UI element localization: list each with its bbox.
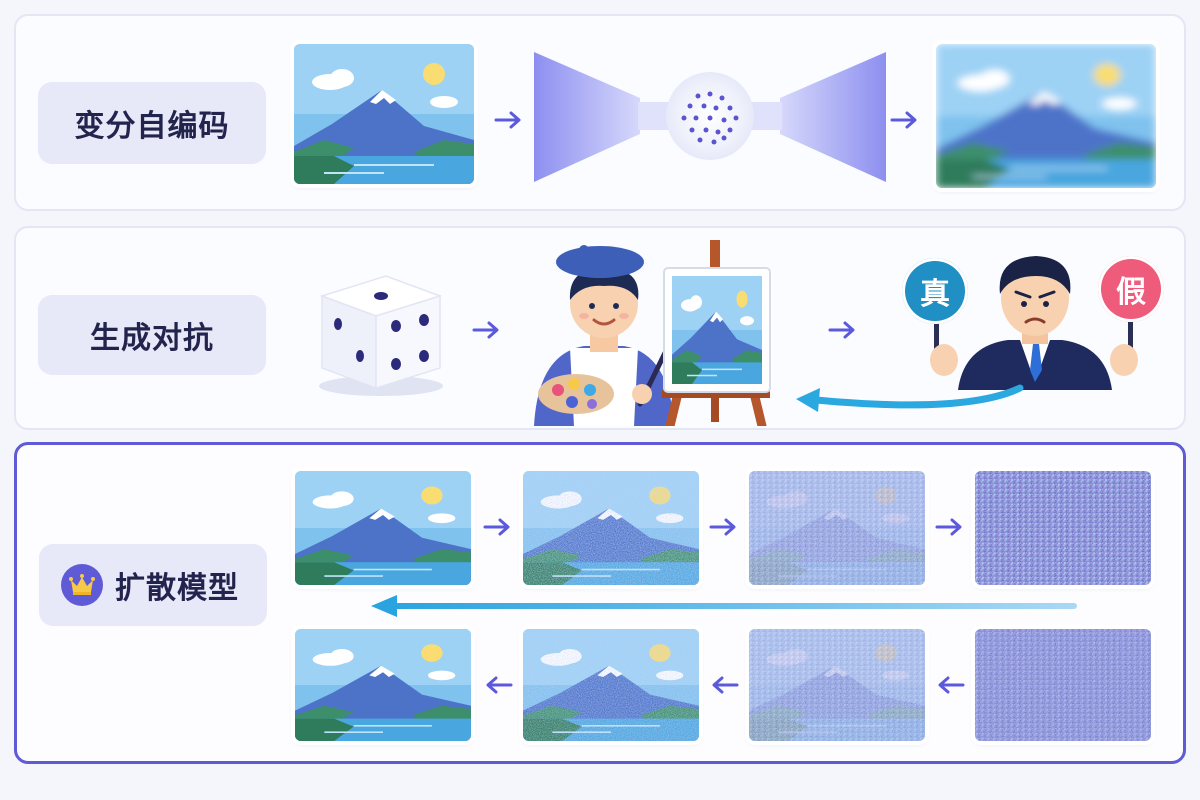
gan-panel: 生成对抗 [14, 226, 1186, 431]
section-label-text: 变分自编码 [74, 109, 230, 144]
section-label-text: 扩散模型 [115, 571, 239, 606]
arrow-left-icon [483, 675, 513, 695]
arrow-right-icon [709, 517, 739, 537]
arrow-right-icon [483, 517, 513, 537]
real-sign-text: 真 [920, 277, 950, 312]
denoised-step-high [749, 629, 925, 741]
input-image [294, 44, 474, 184]
arrow-left-icon [935, 675, 965, 695]
arrow-right-icon [828, 320, 858, 340]
denoised-step-low [523, 629, 699, 741]
arrow-right-icon [890, 110, 920, 130]
arrow-right-icon [494, 110, 524, 130]
section-label-text: 生成对抗 [90, 321, 214, 356]
fake-sign: 假 [1098, 256, 1164, 322]
section-label-vae: 变分自编码 [38, 82, 266, 164]
reconstructed-image [936, 44, 1156, 188]
diffusion-step-noise-high [749, 471, 925, 585]
encoder-decoder-bottleneck [528, 46, 892, 186]
denoised-final [295, 629, 471, 741]
denoise-start-noise [975, 629, 1151, 741]
real-sign: 真 [902, 258, 968, 324]
easel-icon [656, 240, 776, 431]
diffusion-step-noise-low [523, 471, 699, 585]
section-label-gan: 生成对抗 [38, 295, 266, 375]
judge-icon: 真 假 [898, 242, 1170, 390]
vae-panel: 变分自编码 [14, 14, 1186, 211]
arrow-left-icon [709, 675, 739, 695]
dice-icon [314, 268, 448, 398]
section-label-diffusion: 扩散模型 [39, 544, 267, 626]
arrow-right-icon [472, 320, 502, 340]
reverse-process-arrow-icon [369, 593, 1079, 619]
painter-icon [524, 234, 687, 426]
diffusion-panel: 扩散模型 [14, 442, 1186, 764]
crown-icon [61, 564, 103, 606]
arrow-right-icon [935, 517, 965, 537]
diffusion-step-clean [295, 471, 471, 585]
diffusion-step-pure-noise [975, 471, 1151, 585]
fake-sign-text: 假 [1116, 275, 1146, 310]
feedback-arrow-icon [786, 382, 1026, 418]
